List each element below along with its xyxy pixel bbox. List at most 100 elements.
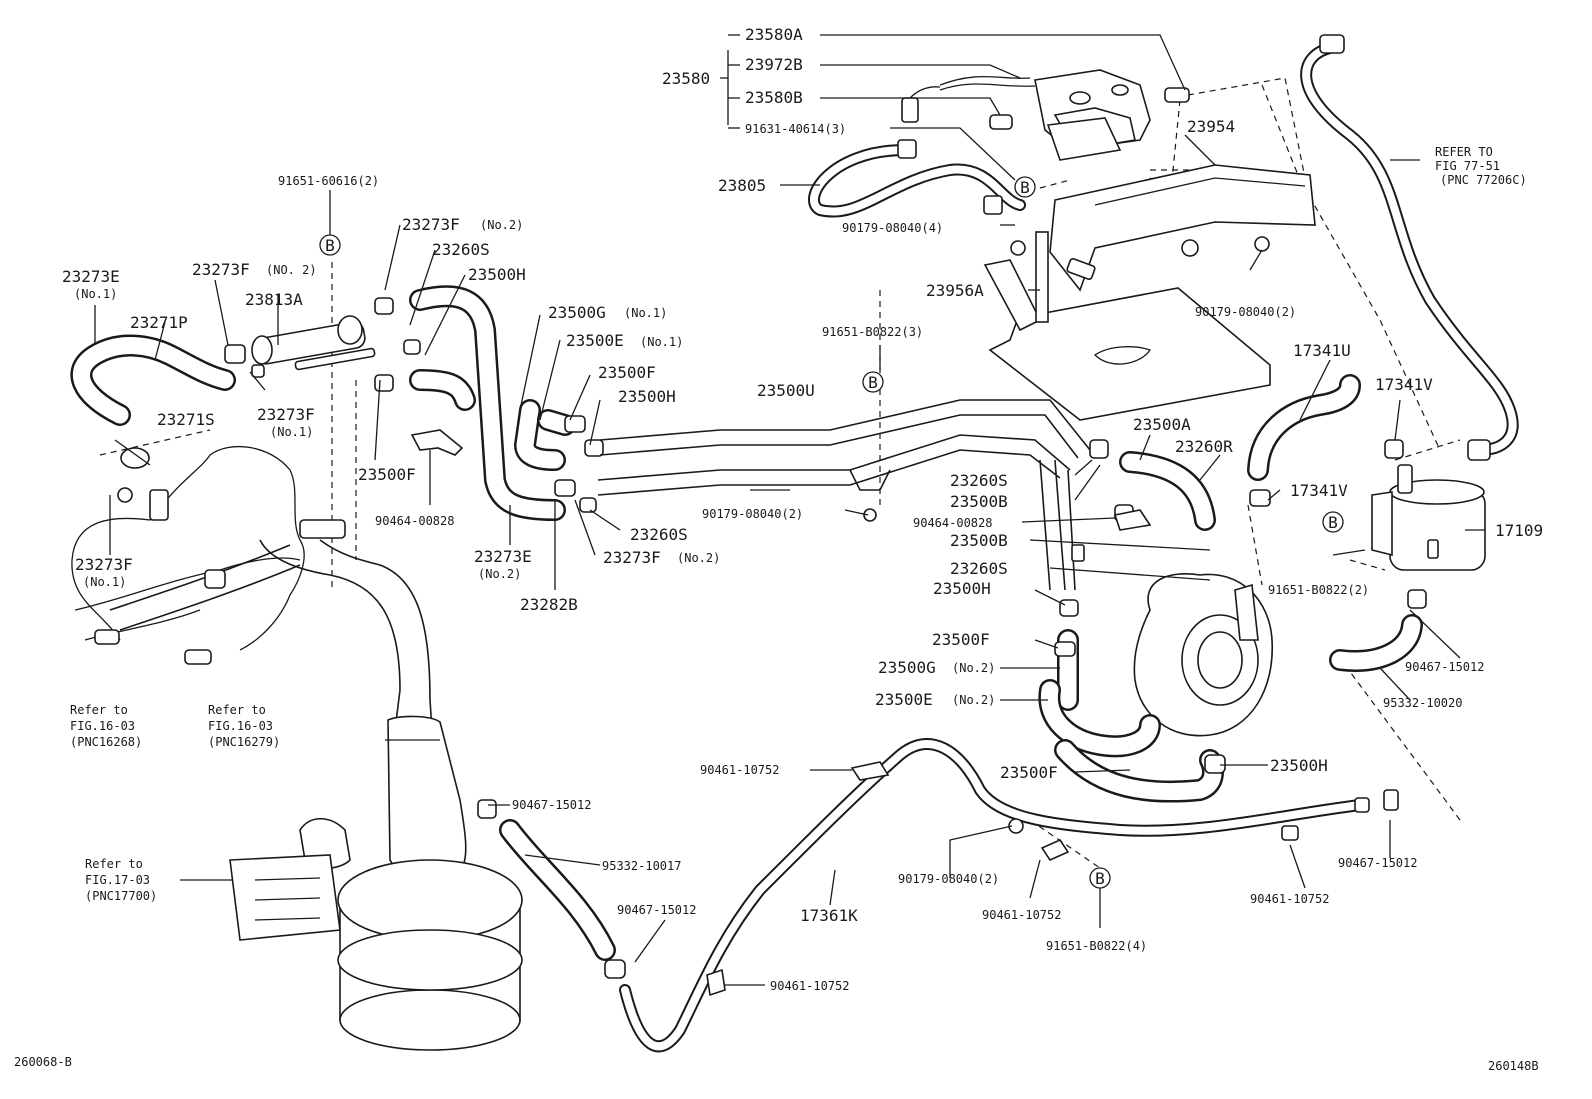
label-23500E-no1: 23500E xyxy=(566,331,624,350)
label-23500H-a: 23500H xyxy=(468,265,526,284)
label-95332-10017: 95332-10017 xyxy=(602,859,681,873)
label-23500E-no1-sub: (No.1) xyxy=(640,335,683,349)
hose-group-23500 xyxy=(374,285,604,521)
label-90467-15012-b: 90467-15012 xyxy=(512,798,591,812)
label-23273F-no1-a: 23273F xyxy=(257,405,315,424)
label-90461-10752-a: 90461-10752 xyxy=(700,763,779,777)
part-labels: 23580A 23972B 23580 23580B 91631-40614(3… xyxy=(14,25,1543,1073)
label-17341V-b: 17341V xyxy=(1290,481,1348,500)
label-23500G-no2: 23500G xyxy=(878,658,936,677)
label-23500E-no2-sub: (No.2) xyxy=(952,693,995,707)
label-17341U: 17341U xyxy=(1293,341,1351,360)
label-23273F-no2-a-sub: (No.2) xyxy=(480,218,523,232)
label-23273E-no1: 23273E xyxy=(62,267,120,286)
assembly-dashed-lines xyxy=(99,77,1461,869)
label-23260S-a: 23260S xyxy=(432,240,490,259)
label-17361K: 17361K xyxy=(800,906,858,925)
hose-23805 xyxy=(808,139,1026,218)
label-23500B-a: 23500B xyxy=(950,492,1008,511)
diagram-ref-id-right: 260148B xyxy=(1488,1059,1539,1073)
fuel-line-77-51 xyxy=(1300,34,1519,461)
label-23580: 23580 xyxy=(662,69,710,88)
label-90467-15012-a: 90467-15012 xyxy=(1405,660,1484,674)
label-17341V-a: 17341V xyxy=(1375,375,1433,394)
refer-fig-16-b-line3: (PNC16279) xyxy=(208,735,280,749)
b-marker-label: B xyxy=(1328,513,1338,532)
label-23273F-no2-b-sub: (NO. 2) xyxy=(266,263,317,277)
label-23273F-no1-a-sub: (No.1) xyxy=(270,425,313,439)
label-23273E-no2-sub: (No.2) xyxy=(478,567,521,581)
b-marker-2: B xyxy=(319,234,341,256)
refer-fig-17-line1: Refer to xyxy=(85,857,143,871)
label-23500G-no1-sub: (No.1) xyxy=(624,306,667,320)
label-23273E-no1-sub: (No.1) xyxy=(74,287,117,301)
b-marker-label: B xyxy=(868,373,878,392)
label-23273F-no2-b: 23273F xyxy=(192,260,250,279)
b-marker-label: B xyxy=(1020,178,1030,197)
label-90467-15012-d: 90467-15012 xyxy=(617,903,696,917)
refer-fig-16-b-line1: Refer to xyxy=(208,703,266,717)
refer-fig-16-a-line1: Refer to xyxy=(70,703,128,717)
refer-fig-16-a-line3: (PNC16268) xyxy=(70,735,142,749)
label-23580B: 23580B xyxy=(745,88,803,107)
label-23500F-c: 23500F xyxy=(932,630,990,649)
label-90179-08040-4: 90179-08040(4) xyxy=(842,221,943,235)
label-23260S-c: 23260S xyxy=(630,525,688,544)
label-91651-B0822-3: 91651-B0822(3) xyxy=(822,325,923,339)
label-23273F-no1-b-sub: (No.1) xyxy=(83,575,126,589)
air-intake-hose xyxy=(259,539,467,878)
label-23500H-c: 23500H xyxy=(933,579,991,598)
label-23271S: 23271S xyxy=(157,410,215,429)
air-cleaner xyxy=(229,817,523,1051)
refer-fig-16-a-line2: FIG.16-03 xyxy=(70,719,135,733)
hose-17361K xyxy=(619,738,1370,1053)
label-23972B: 23972B xyxy=(745,55,803,74)
b-marker-label: B xyxy=(1095,869,1105,888)
label-90179-08040-2a: 90179-08040(2) xyxy=(1195,305,1296,319)
label-23500G-no1: 23500G xyxy=(548,303,606,322)
label-23500F-a: 23500F xyxy=(598,363,656,382)
label-17109: 17109 xyxy=(1495,521,1543,540)
refer-fig-17-line2: FIG.17-03 xyxy=(85,873,150,887)
refer-fig-17-line3: (PNC17700) xyxy=(85,889,157,903)
refer-fig-16-b-line2: FIG.16-03 xyxy=(208,719,273,733)
b-marker-label: B xyxy=(325,236,335,255)
label-90464-00828-a: 90464-00828 xyxy=(375,514,454,528)
label-23813A: 23813A xyxy=(245,290,303,309)
label-23500F-d: 23500F xyxy=(1000,763,1058,782)
label-23500U: 23500U xyxy=(757,381,815,400)
hose-17341U xyxy=(1247,374,1404,507)
label-90461-10752-b: 90461-10752 xyxy=(1250,892,1329,906)
label-23500G-no2-sub: (No.2) xyxy=(952,661,995,675)
hose-23271P xyxy=(70,334,236,426)
label-95332-10020: 95332-10020 xyxy=(1383,696,1462,710)
engine-block-outline xyxy=(71,445,346,665)
label-23273E-no2: 23273E xyxy=(474,547,532,566)
canister-17109 xyxy=(1371,464,1486,571)
label-91651-B0822-2: 91651-B0822(2) xyxy=(1268,583,1369,597)
label-91651-60616: 91651-60616(2) xyxy=(278,174,379,188)
refer-fig-77-line2: FIG 77-51 xyxy=(1435,159,1500,173)
label-23500B-b: 23500B xyxy=(950,531,1008,550)
label-90461-10752-d: 90461-10752 xyxy=(770,979,849,993)
label-23500H-d: 23500H xyxy=(1270,756,1328,775)
label-91631-40614: 91631-40614(3) xyxy=(745,122,846,136)
label-23500A: 23500A xyxy=(1133,415,1191,434)
valve-23813A xyxy=(224,297,394,378)
air-valve-assembly xyxy=(901,69,1190,161)
label-23282B: 23282B xyxy=(520,595,578,614)
label-90464-00828-b: 90464-00828 xyxy=(913,516,992,530)
label-90461-10752-c: 90461-10752 xyxy=(982,908,1061,922)
hose-95332-10017 xyxy=(477,799,626,979)
hose-95332-10020 xyxy=(1329,589,1427,672)
b-marker-4: B xyxy=(1322,511,1344,533)
leader-lines xyxy=(94,34,1485,986)
label-23500F-b: 23500F xyxy=(358,465,416,484)
refer-fig-77-line3: (PNC 77206C) xyxy=(1440,173,1527,187)
label-23260S-b: 23260S xyxy=(950,471,1008,490)
label-23805: 23805 xyxy=(718,176,766,195)
air-pump xyxy=(1133,573,1273,737)
label-23273F-no2-c: 23273F xyxy=(603,548,661,567)
hose-group-23500-no2 xyxy=(1038,599,1226,803)
